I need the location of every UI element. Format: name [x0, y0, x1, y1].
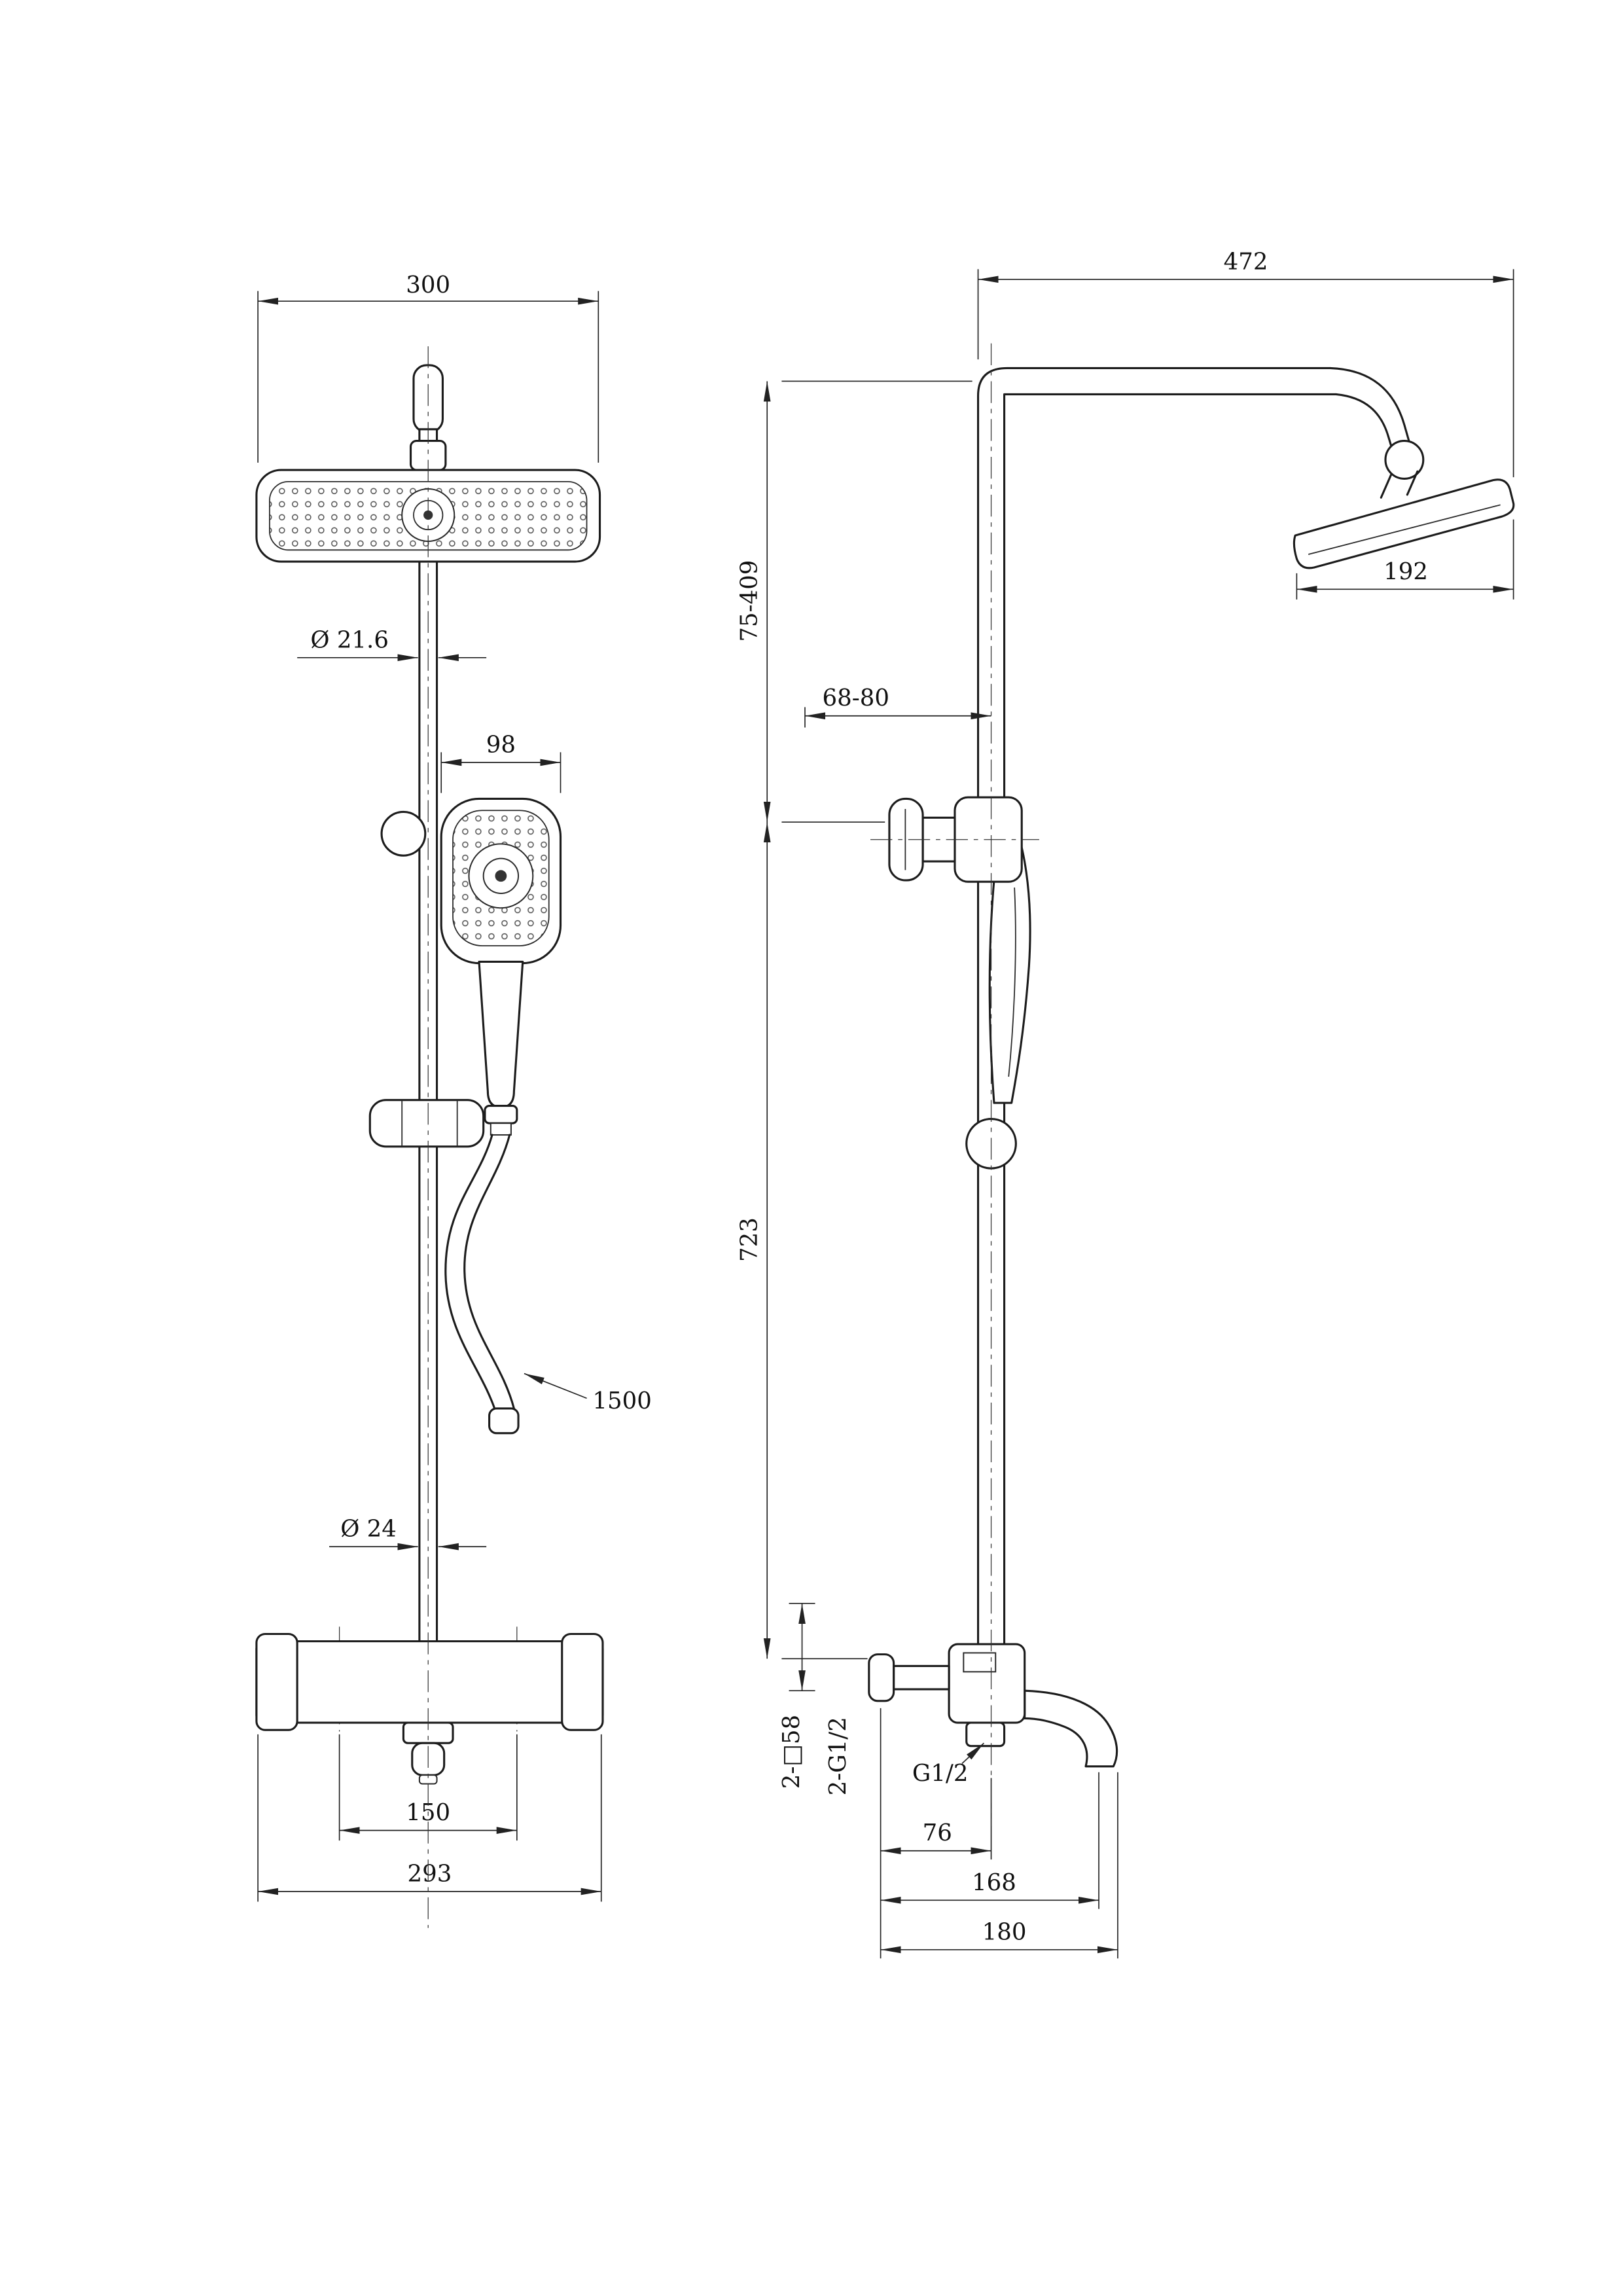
side-view: 472 192 75-409 723 68-80: [736, 248, 1515, 1959]
overhead-shower-side: [1293, 478, 1515, 569]
mixer-handle: [868, 1653, 895, 1702]
dim-label-180: 180: [982, 1918, 1027, 1945]
handle-stem: [893, 1664, 950, 1691]
dimension-upper-height: 75-409: [736, 380, 972, 823]
ball-joint: [1384, 440, 1425, 480]
dimension-head-depth: 192: [1296, 519, 1514, 600]
outlet-fitting: [965, 1721, 1006, 1748]
riser-pipe: [976, 367, 1412, 1645]
holder-knob: [380, 810, 427, 857]
dimension-riser-height: 723: [736, 822, 868, 1660]
hand-shower-handle: [478, 960, 524, 1109]
dim-label-pipe-diameter: Ø 24: [340, 1516, 397, 1543]
dim-label-2-sq58: 2-□58: [778, 1715, 805, 1789]
shower-hose: [444, 1134, 520, 1435]
dimension-wall-clearance: 68-80: [804, 685, 991, 728]
dimension-hand-shower-width: 98: [440, 731, 562, 793]
dimension-arm-reach: 472: [977, 248, 1514, 478]
dim-label-723: 723: [736, 1217, 763, 1262]
dim-label-300: 300: [406, 272, 450, 298]
shower-arm-stub: [409, 364, 447, 471]
dim-label-98: 98: [486, 731, 516, 758]
dimension-body-square: 2-□58 2-G1/2: [778, 1602, 851, 1795]
dim-label-2-g12: 2-G1/2: [825, 1717, 851, 1795]
mixer-valve-side: [868, 1643, 1118, 1768]
dim-label-472: 472: [1224, 248, 1268, 275]
front-view: 300 Ø 21.6: [255, 272, 652, 1928]
mixer-left-cap: [255, 1632, 298, 1731]
dimension-outlet-thread: G1/2: [912, 1742, 985, 1787]
dim-label-1500: 1500: [592, 1388, 651, 1414]
dimension-spout-reach: 180: [880, 1772, 1118, 1959]
hand-shower-front: [440, 797, 562, 1136]
slider-bracket: [368, 1099, 485, 1148]
dim-label-g12: G1/2: [912, 1760, 969, 1787]
dim-label-68-80: 68-80: [823, 685, 889, 711]
dim-label-168: 168: [972, 1869, 1016, 1896]
mixer-valve-front: [255, 1632, 604, 1785]
dim-label-rail-diameter: Ø 21.6: [310, 626, 389, 653]
tub-spout: [1024, 1689, 1118, 1768]
dimension-body-width: 293: [257, 1734, 602, 1902]
dimension-head-width: 300: [257, 272, 599, 463]
dim-label-76: 76: [923, 1820, 952, 1846]
dimension-hose-length: 1500: [524, 1372, 652, 1414]
dimension-handle-depth: 76: [880, 1708, 992, 1959]
dim-label-192: 192: [1383, 558, 1428, 585]
dimension-rail-diameter: Ø 21.6: [297, 626, 487, 662]
dimension-pipe-diameter: Ø 24: [329, 1516, 487, 1551]
dim-label-75-409: 75-409: [736, 560, 763, 642]
mixer-right-cap: [561, 1632, 604, 1731]
dim-label-293: 293: [408, 1860, 452, 1887]
dimension-spout-center: 168: [880, 1772, 1099, 1909]
